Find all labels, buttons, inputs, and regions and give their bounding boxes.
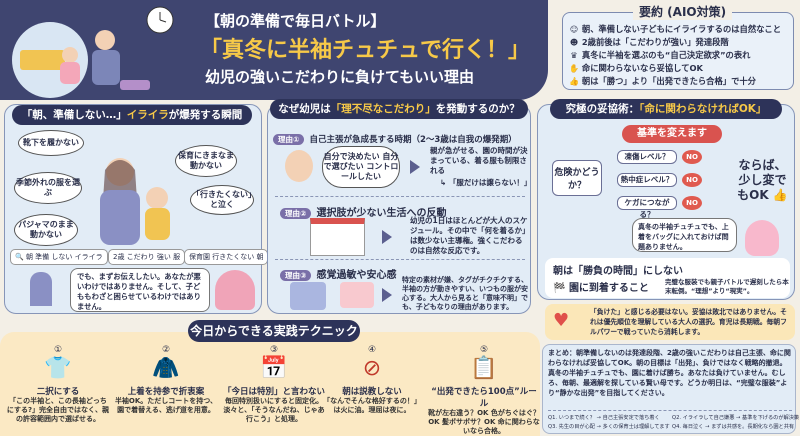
techniques-section bbox=[0, 332, 540, 436]
compromise-panel-title: 究極の妥協術：「命に関わらなければOK」 bbox=[550, 99, 782, 119]
no-badge: NO bbox=[682, 150, 702, 164]
note-box bbox=[545, 304, 795, 340]
arrow-icon bbox=[382, 288, 392, 302]
check-injury: ケガにつながる？ bbox=[617, 196, 677, 219]
mother-icon: ☺ bbox=[569, 25, 579, 34]
summary-box: 要約 (AIO対策) ☺ 朝、準備しない子どもにイライラするのは自然なこと ☻ … bbox=[562, 3, 794, 90]
reason-1-result: ↳ 「服だけは譲らない！」 bbox=[440, 178, 532, 187]
shirt-icon bbox=[290, 282, 326, 310]
goal-text: 完璧な服装でも親子バトルで遅刻したら本末転倒。“理想”より“現実”。 bbox=[665, 278, 789, 295]
summary-item: 👍 朝は「勝つ」より「出発できたら合格」で十分 bbox=[569, 76, 756, 86]
divider bbox=[275, 259, 525, 260]
reasons-panel bbox=[267, 104, 531, 314]
no-badge: NO bbox=[682, 196, 702, 210]
heart-shield-icon: ♥ bbox=[553, 310, 570, 331]
mother-icon bbox=[30, 272, 52, 306]
jacket-icon: 🧥 bbox=[152, 356, 180, 381]
header-title: 「真冬に半袖チュチュで行く！」 bbox=[200, 38, 531, 63]
techniques-title: 今日からできる実践テクニック bbox=[188, 320, 360, 342]
reason-2-text: 幼児の1日はほとんどが大人のスケジュール。その中で「何を着るか」は数少ない主導権… bbox=[410, 216, 528, 255]
conclusion-ok: ならば、少し変でもOK 👍 bbox=[737, 158, 788, 202]
morning-title: 朝は「勝負の時間」にしない bbox=[553, 266, 683, 277]
reason-1-text: 親が急がせる、園の時間が決まっている、着る服も制限される bbox=[430, 146, 528, 175]
technique-item: ④⊘朝は説教しない「なんでそんな格好するの！」は火に油。理屈は夜に。 bbox=[320, 345, 424, 415]
girl-speech-bubble: 真冬の半袖チュチュでも、上着をバッグに入れておけば問題ありません。 bbox=[632, 218, 737, 252]
goal-label: 🏁 園に到着すること bbox=[553, 283, 649, 294]
summary-title: 要約 (AIO対策) bbox=[633, 3, 733, 20]
arrow-icon bbox=[382, 230, 392, 244]
technique-item: ①👕二択にする「この半袖と、この長袖どっちにする?」完全自由ではなく、親の許容範… bbox=[6, 345, 110, 423]
faq-item: Q2. イライラして自己嫌悪 → 基準を下げるのが解決策 bbox=[672, 415, 800, 421]
thumbs-up-icon: 👍 bbox=[569, 77, 579, 86]
trigger-bubble: 靴下を履かない bbox=[18, 130, 84, 156]
search-tag[interactable]: 🔍 朝 準備 しない イライラ bbox=[10, 249, 108, 265]
summary-item: ☺ 朝、準備しない子どもにイライラするのは自然なこと bbox=[569, 24, 782, 34]
summary-item: ☻ 2歳前後は「こだわりが強い」発達段階 bbox=[569, 37, 729, 47]
crown-icon: ♛ bbox=[570, 51, 578, 60]
reason-3-heading: 理由③ 感覚過敏や安心感 bbox=[280, 263, 396, 282]
search-tag[interactable]: 2歳 こだわり 強い 服 bbox=[108, 249, 186, 265]
reasons-panel-title: なぜ幼児は「理不尽なこだわり」を発動するのか？ bbox=[270, 99, 528, 119]
trigger-bubble: 保育にきまなま動かない bbox=[175, 145, 237, 177]
trigger-bubble: パジャマのまま動かない bbox=[14, 214, 78, 246]
danger-question: 危険かどうか？ bbox=[552, 160, 602, 196]
tshirt-icon bbox=[340, 282, 374, 308]
technique-item: ②🧥上着を持参で折衷案半袖OK。ただしコートを持つ、園で着替える、逃げ道を用意。 bbox=[114, 345, 218, 414]
summary-item: ♛ 真冬に半袖を選ぶのも“自己決定欲求”の表れ bbox=[570, 50, 751, 60]
thought-cloud: 自分で決めたい 自分で選びたい コントロールしたい bbox=[322, 146, 400, 188]
check-heatstroke: 熱中症レベル？ bbox=[617, 173, 677, 187]
conclusion-box bbox=[542, 344, 796, 434]
thumbs-up-icon: 👍 bbox=[772, 188, 788, 202]
header-subtitle: 幼児の強いこだわりに負けてもいい理由 bbox=[205, 68, 474, 86]
criteria-label: 基準を変えます bbox=[622, 125, 722, 143]
trigger-panel-title: 「朝、準備しない…」イライラが爆発する瞬間 bbox=[12, 105, 252, 125]
arrow-icon bbox=[410, 160, 420, 174]
shirt-choice-icon: 👕 bbox=[44, 356, 72, 381]
check-frostbite: 凍傷レベル？ bbox=[617, 150, 677, 164]
finish-line-icon: 🏁 bbox=[553, 283, 566, 294]
calendar-icon: 📅 bbox=[260, 356, 288, 381]
mother-child-illustration bbox=[100, 158, 170, 245]
faq-item: Q3. 先生の目が心配 → 多くの保育士は理解してます bbox=[548, 424, 670, 430]
checklist-icon: 📋 bbox=[470, 356, 498, 381]
child-thinking-icon bbox=[285, 150, 313, 182]
technique-item: ③📅「今日は特別」と言わない毎回特別扱いにすると固定化。淡々と、「そうなんだね、… bbox=[222, 345, 325, 423]
search-tag[interactable]: 保育園 行きたくない 朝 bbox=[184, 249, 269, 265]
no-badge: NO bbox=[682, 173, 702, 187]
hug-icon bbox=[215, 270, 255, 310]
faq-item: Q4. 毎日泣く → まずは共感を。長期化なら園と共有 bbox=[672, 424, 795, 430]
reason-2-heading: 理由② 選択肢が少ない生活への反動 bbox=[280, 201, 446, 220]
girl-tutu-icon bbox=[745, 220, 779, 256]
faq-item: Q1. いつまで続く？ → 自己主張安定で落ち着く bbox=[548, 415, 660, 421]
technique-item: ⑤📋“出発できたら100点”ルール靴が左右違う？OK 色がちぐはぐ？OK 髪ボサ… bbox=[428, 345, 540, 435]
conclusion-text: まとめ：朝準備しないのは発達段階、2歳の強いこだわりは自己主張、命に関わらなけれ… bbox=[548, 349, 791, 397]
note-text: 「負けた」と感じる必要はない。妥協は敗北ではありません。それは優先順位を理解して… bbox=[590, 308, 787, 336]
messy-room-illustration bbox=[12, 6, 174, 98]
reassurance-message: でも、まずお伝えしたい。あなたが悪いわけではありません。そして、子どももわざと困… bbox=[70, 268, 210, 312]
header-banner bbox=[0, 0, 548, 100]
divider bbox=[275, 196, 525, 197]
divider bbox=[548, 410, 792, 411]
calendar-icon bbox=[310, 218, 365, 256]
no-lecture-icon: ⊘ bbox=[362, 356, 382, 381]
reason-3-text: 特定の素材が嫌、タグがチクチクする、半袖の方が動きやすい、いつもの服が安心する。… bbox=[402, 276, 528, 311]
morning-box bbox=[545, 258, 790, 298]
reason-1-heading: 理由① 自己主張が急成長する時期（2〜3歳は自我の爆発期） bbox=[273, 127, 517, 146]
header-kicker: 【朝の準備で毎日バトル】 bbox=[205, 12, 386, 30]
trigger-bubble: 「行きたくない」と泣く bbox=[190, 185, 254, 215]
ok-hand-icon: ✋ bbox=[569, 64, 579, 73]
search-icon: 🔍 bbox=[15, 253, 24, 261]
trigger-bubble: 季節外れの服を選ぶ bbox=[14, 172, 82, 204]
baby-icon: ☻ bbox=[569, 38, 579, 47]
summary-item: ✋ 命に関わらないなら妥協してOK bbox=[569, 63, 703, 73]
